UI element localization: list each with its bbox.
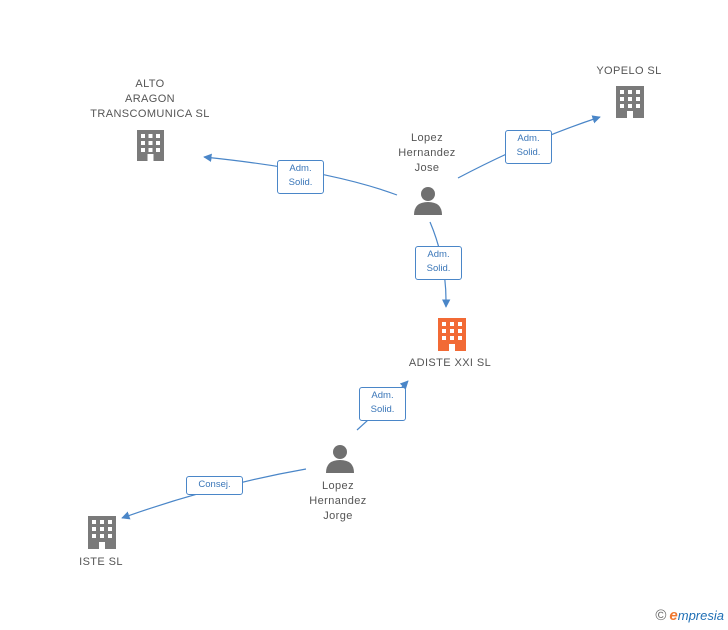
building-icon[interactable] [438,318,466,351]
node-label-iste[interactable]: ISTE SL [79,556,123,568]
building-icon[interactable] [88,516,116,549]
copyright-symbol: © [655,607,667,624]
building-icon[interactable] [616,86,644,118]
edge-label-adm-solid: Adm. Solid. [505,130,552,164]
person-icon[interactable] [326,445,354,473]
brand-name: mpresia [677,608,724,623]
node-label-yopelo[interactable]: YOPELO SL [596,65,662,77]
node-label-adiste[interactable]: ADISTE XXI SL [408,357,492,369]
edge-label-consej: Consej. [186,476,243,495]
building-icon[interactable] [137,130,164,161]
edge-label-adm-solid: Adm. Solid. [359,387,406,421]
node-label-alto-aragon[interactable]: ALTO ARAGON TRANSCOMUNICA SL [90,78,210,120]
brand-initial: e [669,607,678,624]
edge-label-adm-solid: Adm. Solid. [277,160,324,194]
node-label-lopez-hernandez-jose[interactable]: Lopez Hernandez Jose [398,132,456,174]
empresia-brand-logo[interactable]: ©empresia [655,607,724,624]
edge-label-adm-solid: Adm. Solid. [415,246,462,280]
person-icon[interactable] [414,187,442,215]
node-label-lopez-hernandez-jorge[interactable]: Lopez Hernandez Jorge [309,480,367,522]
